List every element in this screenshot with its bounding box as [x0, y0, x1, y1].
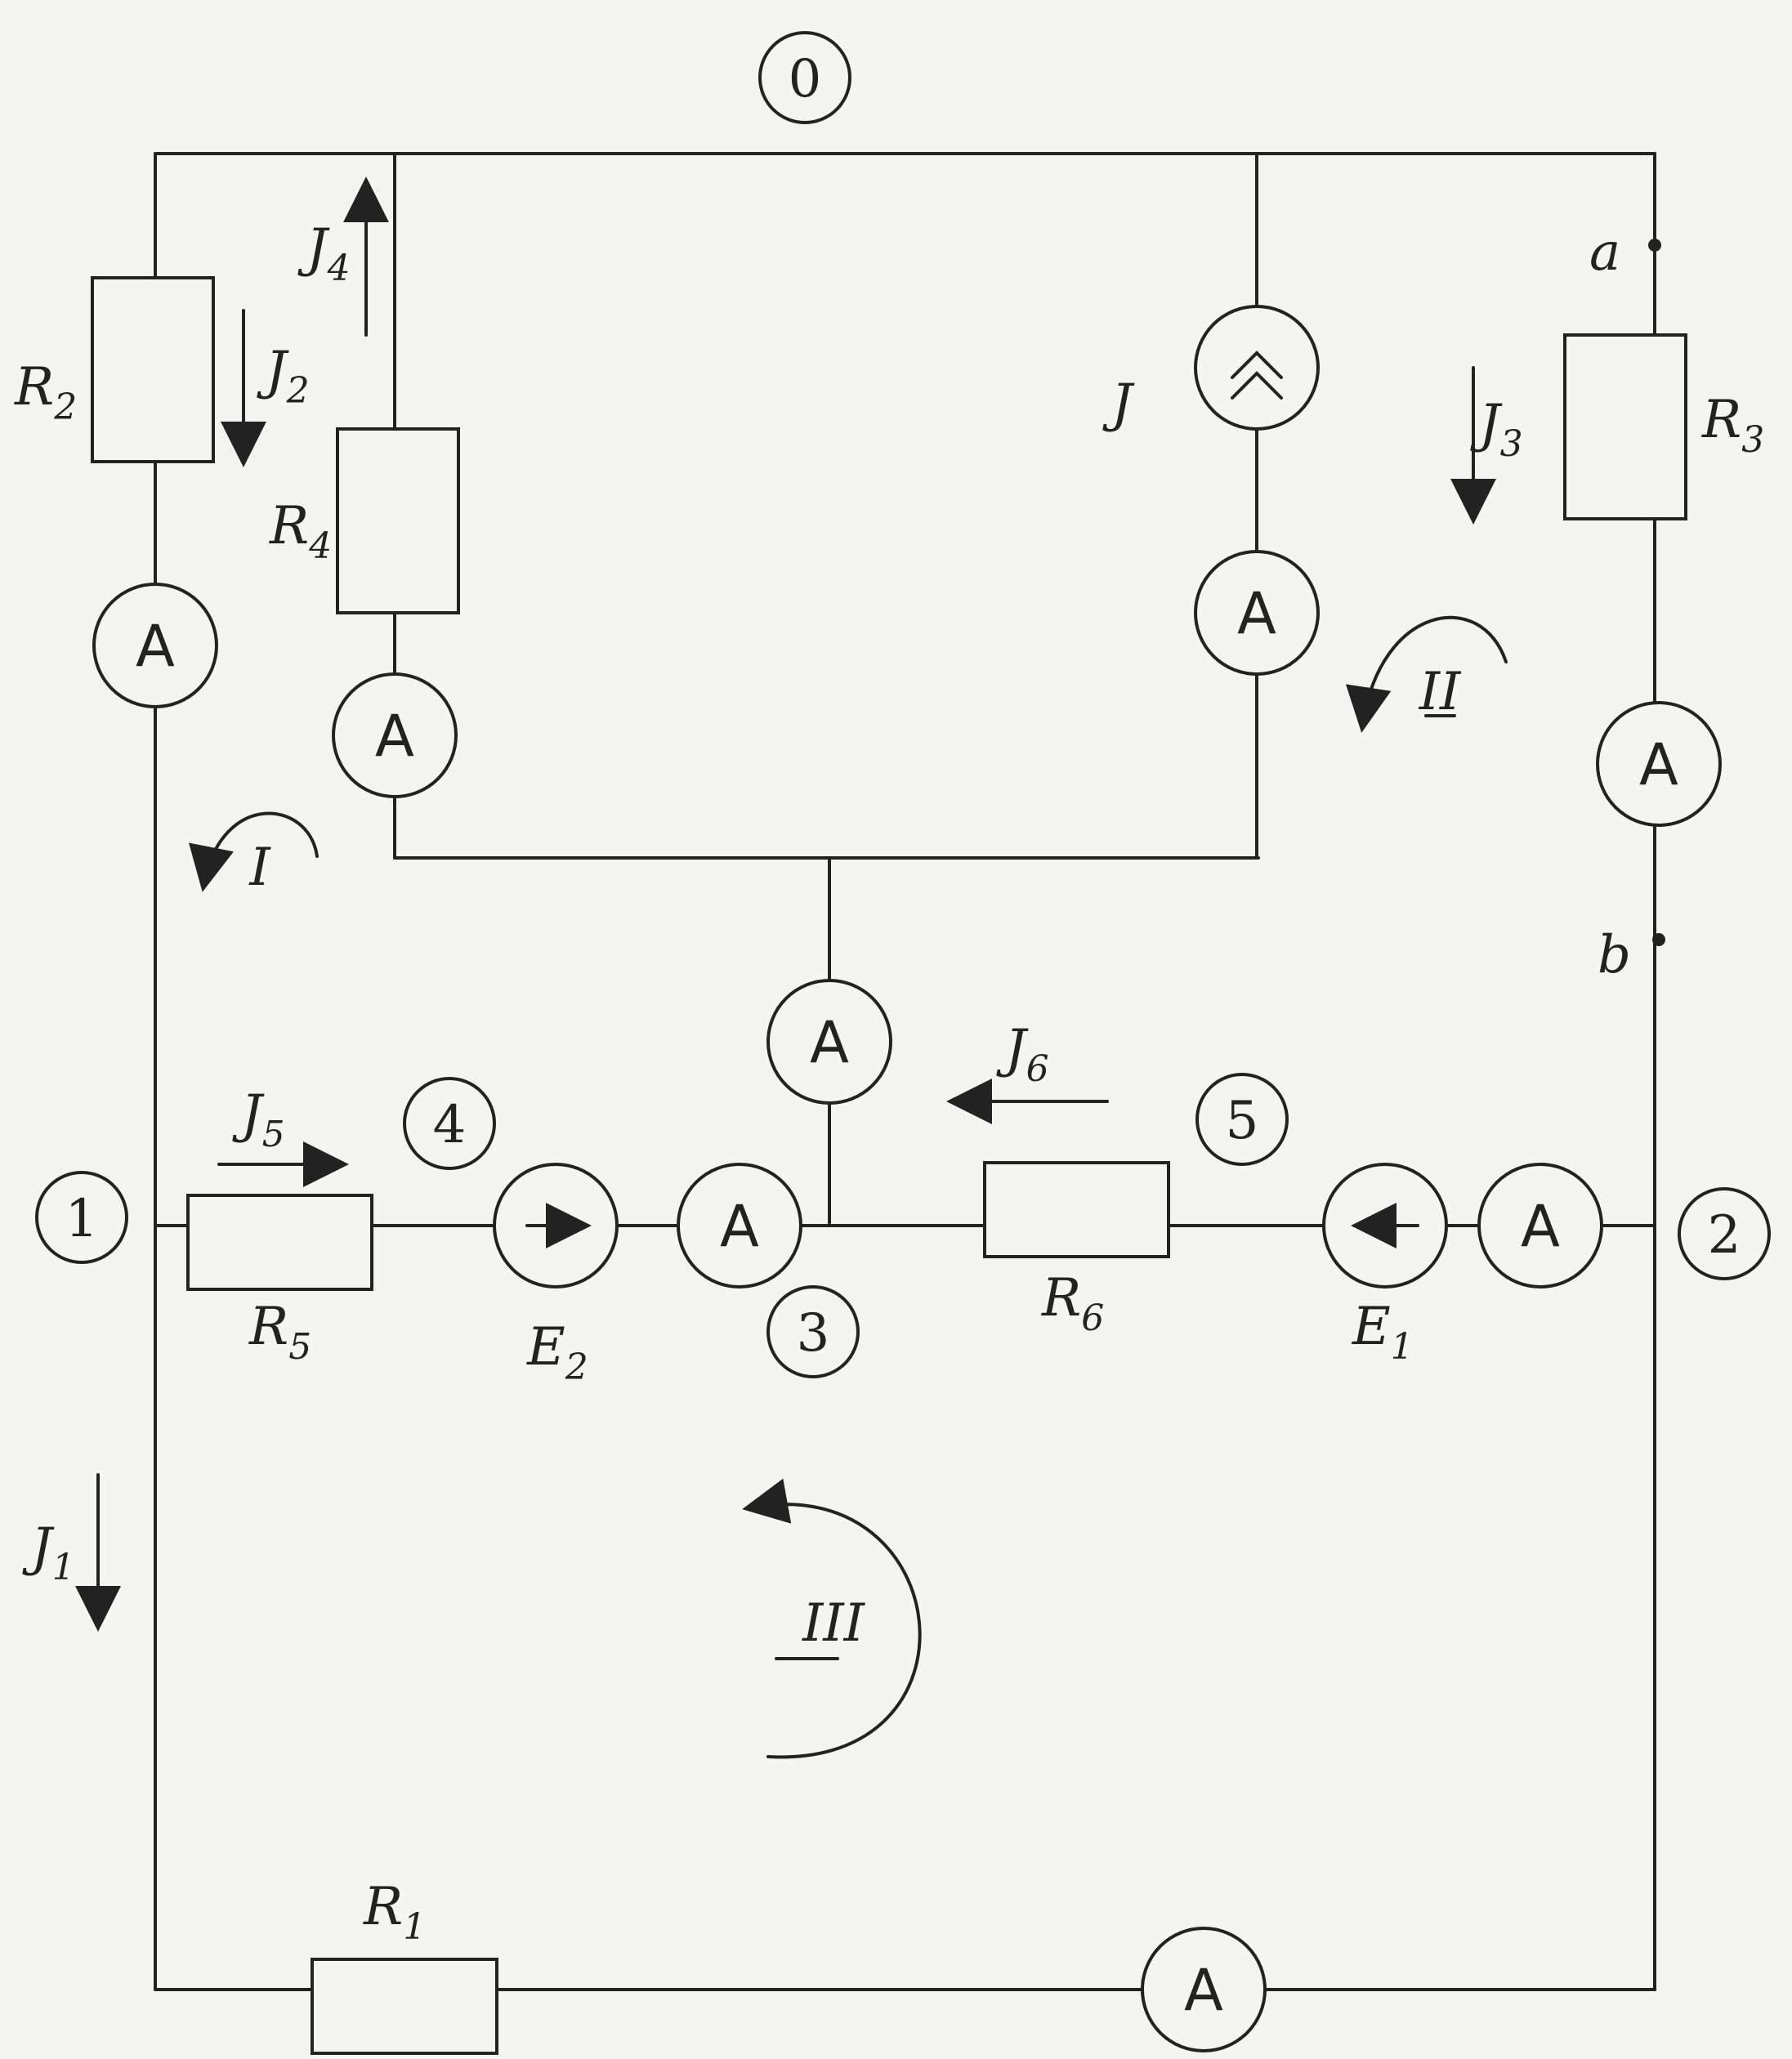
node-5: 5 — [1195, 1073, 1289, 1166]
label-i5: J5 — [232, 1084, 285, 1155]
ammeter-middle: A — [766, 979, 892, 1105]
loop-arrow-icon — [742, 1478, 922, 1759]
label-i6: J6 — [996, 1019, 1049, 1090]
loop-label-1: I — [248, 837, 271, 898]
label-i3: J3 — [1470, 394, 1523, 465]
ammeter-label: A — [810, 1009, 849, 1076]
loop-arrow-icon — [1345, 615, 1508, 733]
node-4: 4 — [403, 1077, 496, 1170]
loop-arrow-icon — [189, 811, 319, 892]
ammeter-label: A — [1639, 731, 1678, 798]
label-r4: R4 — [269, 496, 332, 567]
loop-arrows — [189, 615, 1508, 1759]
label-i2: J2 — [257, 341, 310, 412]
voltage-source-e2 — [493, 1163, 619, 1289]
node-2: 2 — [1678, 1187, 1771, 1280]
label-r2: R2 — [14, 357, 77, 428]
point-b-label: b — [1598, 925, 1631, 985]
label-e2: E2 — [526, 1317, 588, 1388]
point-a-label: a — [1589, 222, 1620, 283]
ammeter-label: A — [720, 1193, 759, 1260]
node-label: 5 — [1226, 1091, 1259, 1151]
label-i4: J4 — [297, 218, 351, 289]
chevron-up-icon — [1231, 351, 1283, 379]
ammeter-e1: A — [1477, 1163, 1603, 1289]
label-e1: E1 — [1352, 1297, 1414, 1368]
node-label: 0 — [789, 49, 822, 109]
chevron-up-icon — [1231, 371, 1283, 400]
node-0: 0 — [758, 31, 851, 124]
node-label: 1 — [65, 1189, 99, 1249]
resistor-r4 — [336, 427, 460, 614]
resistor-r3 — [1563, 333, 1687, 520]
label-r5: R5 — [248, 1297, 311, 1368]
current-arrows — [75, 176, 1496, 1632]
node-label: 3 — [797, 1303, 830, 1364]
point-a-dot — [1648, 239, 1661, 252]
node-markers: 0 1 2 3 4 5 — [35, 31, 1771, 1378]
label-r1: R1 — [363, 1877, 426, 1948]
resistor-r6 — [983, 1161, 1170, 1258]
ammeter-label: A — [136, 613, 175, 680]
resistor-r1 — [311, 1958, 498, 2055]
current-source-j — [1194, 305, 1320, 431]
ammeter-label: A — [1521, 1193, 1560, 1260]
loop-label-2: II — [1419, 662, 1462, 722]
label-r3: R3 — [1701, 390, 1764, 461]
ammeter-label: A — [1184, 1957, 1223, 2024]
ammeter-r2: A — [92, 583, 218, 708]
ammeter-e2: A — [677, 1163, 802, 1289]
ammeter-label: A — [1237, 580, 1276, 647]
resistor-r5 — [186, 1194, 373, 1291]
resistor-r2 — [91, 276, 215, 463]
voltage-source-e1 — [1322, 1163, 1448, 1289]
ammeter-r1: A — [1141, 1927, 1267, 2052]
ammeter-j: A — [1194, 550, 1320, 676]
label-r6: R6 — [1041, 1268, 1104, 1339]
node-1: 1 — [35, 1171, 128, 1264]
node-3: 3 — [766, 1285, 860, 1378]
label-j: J — [1102, 373, 1135, 434]
ammeter-r4: A — [332, 672, 458, 798]
label-i1: J1 — [22, 1517, 75, 1588]
ammeters: A A A A A A A A — [92, 550, 1722, 2052]
ammeter-label: A — [375, 703, 414, 770]
ammeter-r3: A — [1596, 701, 1722, 827]
node-label: 4 — [433, 1095, 467, 1155]
loop-label-3: III — [802, 1593, 866, 1654]
point-b-dot — [1652, 933, 1665, 946]
node-label: 2 — [1708, 1205, 1741, 1266]
